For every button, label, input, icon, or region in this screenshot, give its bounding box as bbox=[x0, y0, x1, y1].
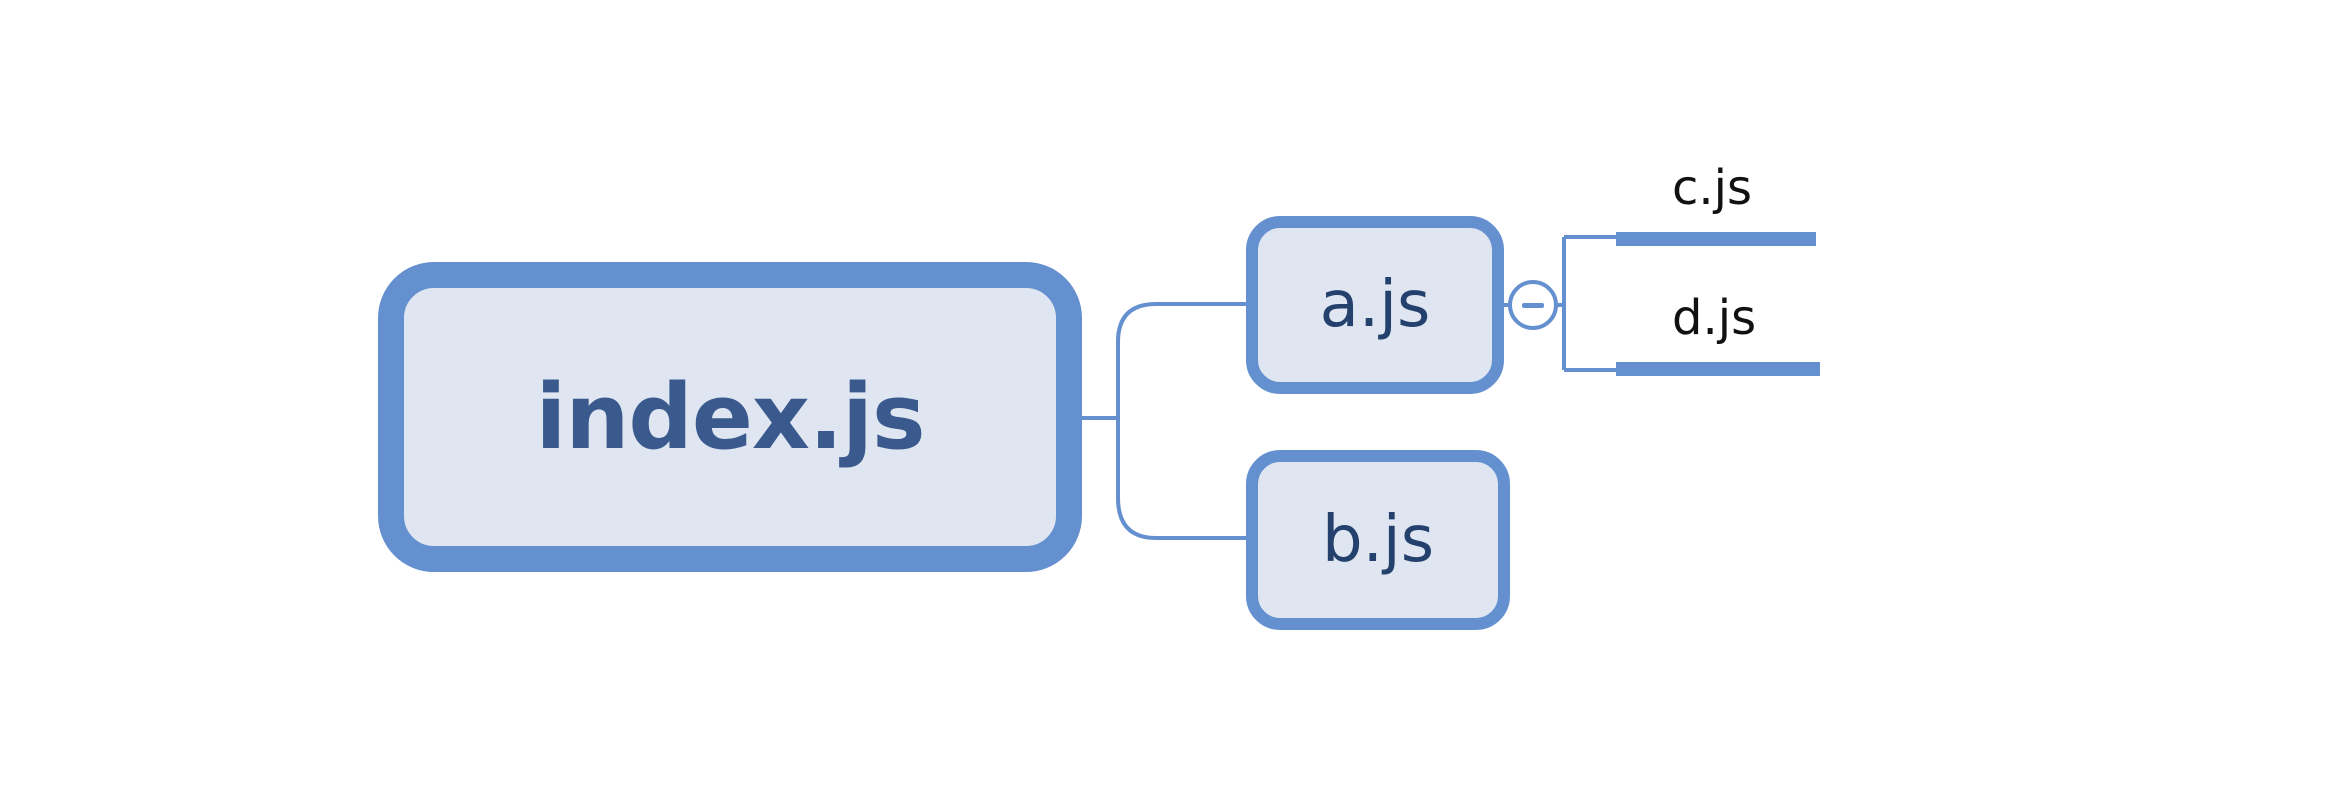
collapse-toggle-button[interactable] bbox=[1508, 280, 1558, 330]
node-a-js[interactable]: a.js bbox=[1246, 216, 1504, 394]
node-b-js[interactable]: b.js bbox=[1246, 450, 1510, 630]
leaf-node-d-js[interactable]: d.js bbox=[1672, 290, 1757, 346]
node-a-js-label: a.js bbox=[1319, 268, 1431, 342]
leaf-node-c-js[interactable]: c.js bbox=[1672, 160, 1752, 216]
root-node-label: index.js bbox=[535, 364, 925, 470]
connector-root-to-a bbox=[1116, 302, 1246, 418]
leaf-underline-c bbox=[1616, 232, 1816, 246]
connector-root-to-b bbox=[1116, 418, 1246, 540]
root-node[interactable]: index.js bbox=[378, 262, 1082, 572]
node-b-js-label: b.js bbox=[1321, 503, 1435, 577]
minus-circle-icon bbox=[1522, 302, 1544, 308]
leaf-underline-d bbox=[1616, 362, 1820, 376]
